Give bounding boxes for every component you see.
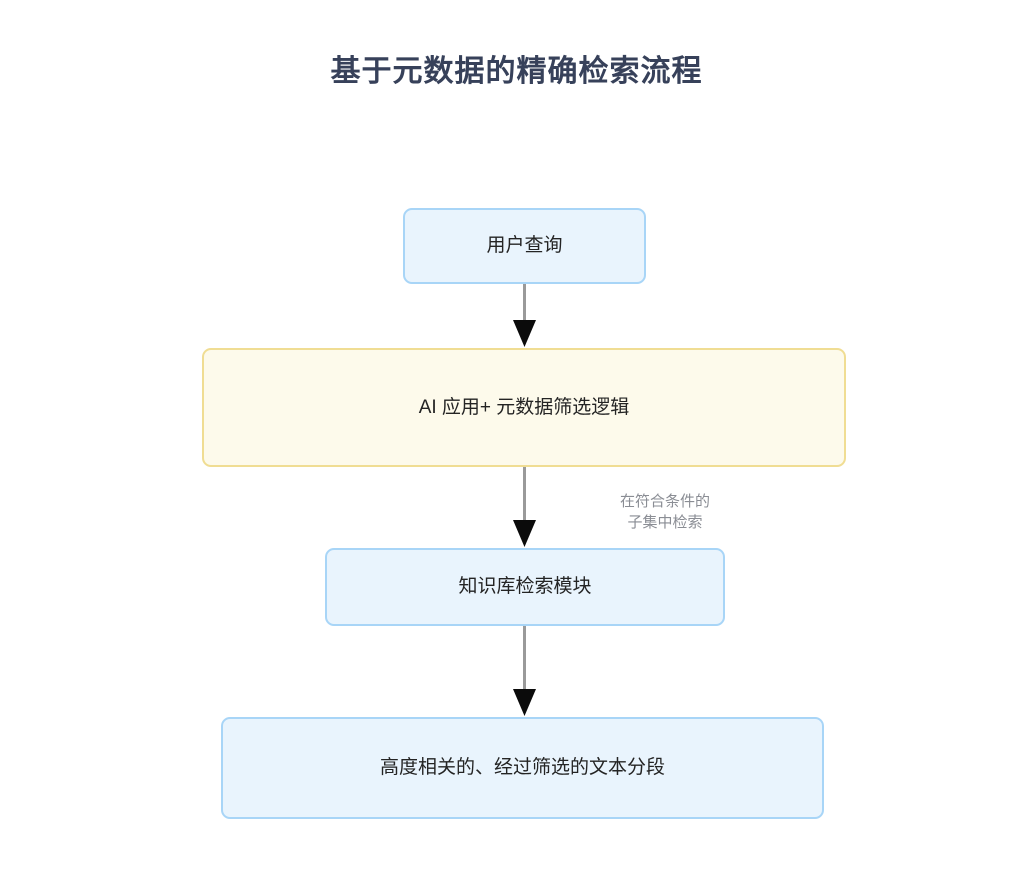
edge-ai-app-to-kb-retrieval bbox=[513, 467, 536, 547]
node-knowledge-base-retrieval[interactable]: 知识库检索模块 bbox=[325, 548, 725, 626]
edge-kb-retrieval-to-filtered-chunks bbox=[513, 626, 536, 716]
edge-label-subset-retrieval: 在符合条件的 子集中检索 bbox=[619, 493, 710, 531]
node-filtered-text-chunks[interactable]: 高度相关的、经过筛选的文本分段 bbox=[221, 717, 824, 819]
node-user-query[interactable]: 用户查询 bbox=[403, 208, 646, 284]
page-title: 基于元数据的精确检索流程 bbox=[330, 55, 703, 88]
node-ai-application[interactable]: AI 应用+ 元数据筛选逻辑 bbox=[202, 348, 846, 467]
edge-user-query-to-ai-app bbox=[513, 284, 536, 347]
